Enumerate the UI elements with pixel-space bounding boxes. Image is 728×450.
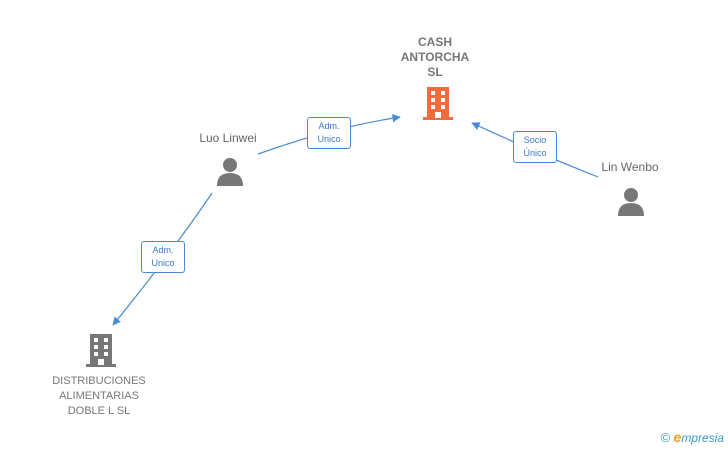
copyright-symbol: © bbox=[660, 430, 671, 445]
footer-brand: © empresia bbox=[661, 429, 724, 445]
edge-label-luo-distrib: Adm. Unico bbox=[141, 241, 185, 273]
brand-logo-e: e bbox=[673, 429, 682, 445]
brand-name: mpresia bbox=[681, 431, 724, 445]
person-label-lin-wenbo[interactable]: Lin Wenbo bbox=[601, 160, 659, 174]
company-label-cash-antorcha[interactable]: CASH ANTORCHA SL bbox=[400, 35, 470, 79]
person-icon[interactable] bbox=[616, 186, 646, 216]
person-label-luo-linwei[interactable]: Luo Linwei bbox=[199, 131, 257, 145]
edge-label-luo-cash: Adm. Unico bbox=[307, 117, 351, 149]
edge-label-lin-cash: Socio Único bbox=[513, 131, 557, 163]
building-icon[interactable] bbox=[85, 333, 117, 367]
person-icon[interactable] bbox=[215, 156, 245, 186]
building-icon[interactable] bbox=[422, 86, 454, 120]
company-label-distribuciones[interactable]: DISTRIBUCIONES ALIMENTARIAS DOBLE L SL bbox=[52, 375, 146, 417]
